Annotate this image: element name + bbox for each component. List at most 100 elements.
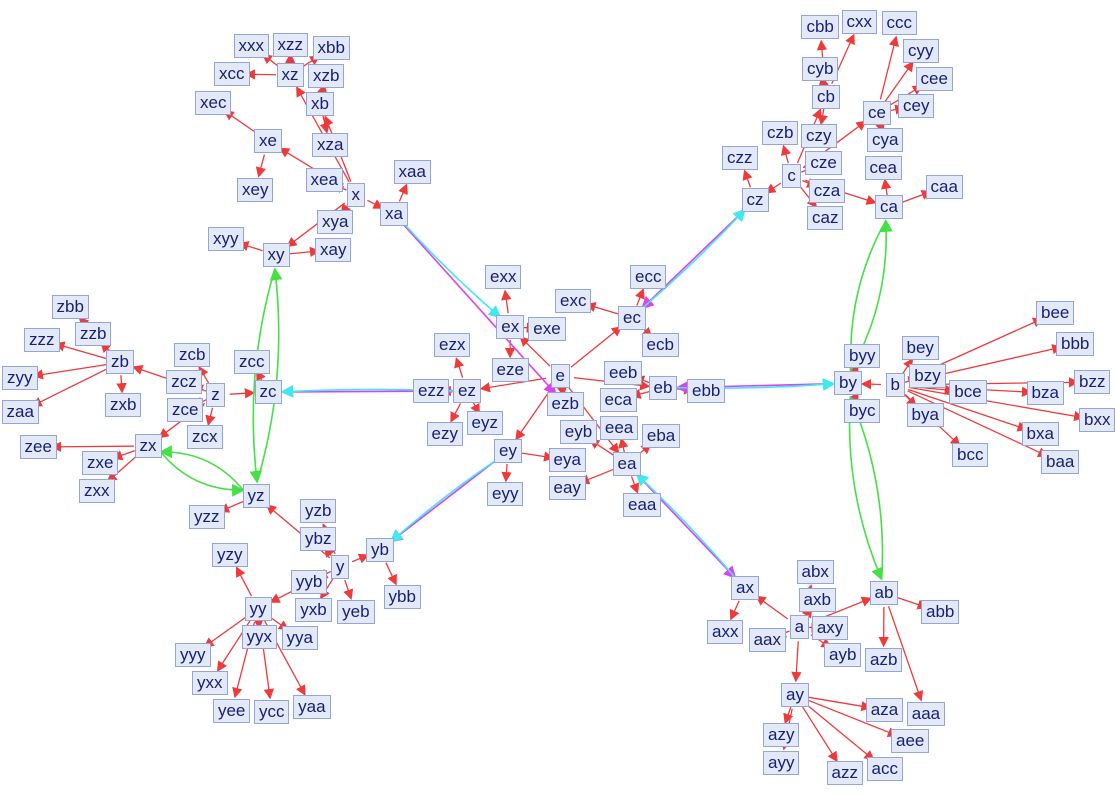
graph-node-yeb[interactable]: yeb	[337, 600, 375, 624]
graph-node-ayb[interactable]: ayb	[824, 643, 862, 667]
graph-node-yzb[interactable]: yzb	[300, 499, 337, 524]
graph-node-cb[interactable]: cb	[812, 84, 840, 109]
graph-node-azz[interactable]: azz	[826, 761, 863, 785]
graph-node-bxx[interactable]: bxx	[1079, 408, 1116, 432]
graph-node-zcc[interactable]: zcc	[234, 350, 270, 374]
graph-node-xaa[interactable]: xaa	[393, 160, 431, 184]
graph-node-byc[interactable]: byc	[844, 399, 881, 424]
graph-node-azy[interactable]: azy	[763, 723, 800, 747]
graph-node-zyy[interactable]: zyy	[2, 366, 38, 390]
graph-node-yyy[interactable]: yyy	[175, 643, 211, 667]
graph-node-yaa[interactable]: yaa	[293, 695, 331, 719]
graph-node-yya[interactable]: yya	[281, 626, 318, 650]
graph-node-azb[interactable]: azb	[865, 648, 903, 672]
graph-node-bcc[interactable]: bcc	[952, 443, 989, 467]
graph-node-zxb[interactable]: zxb	[105, 393, 142, 417]
graph-node-eyz[interactable]: eyz	[466, 411, 503, 435]
graph-node-ez[interactable]: ez	[453, 379, 481, 403]
graph-node-c[interactable]: c	[782, 164, 801, 188]
graph-node-bya[interactable]: bya	[906, 403, 944, 427]
graph-node-ezy[interactable]: ezy	[426, 422, 463, 446]
graph-node-a[interactable]: a	[789, 615, 810, 640]
graph-node-zx[interactable]: zx	[134, 434, 162, 458]
graph-node-xzb[interactable]: xzb	[308, 64, 345, 89]
graph-node-eca[interactable]: eca	[599, 387, 637, 412]
graph-node-bee[interactable]: bee	[1036, 301, 1075, 325]
graph-node-ycc[interactable]: ycc	[253, 700, 290, 724]
graph-node-yxx[interactable]: yxx	[192, 670, 228, 695]
graph-node-bxa[interactable]: bxa	[1021, 422, 1059, 446]
graph-node-zzb[interactable]: zzb	[75, 322, 112, 347]
graph-node-czb[interactable]: czb	[762, 121, 799, 145]
graph-node-abx[interactable]: abx	[796, 559, 834, 584]
graph-node-ea[interactable]: ea	[612, 452, 642, 476]
graph-node-zcb[interactable]: zcb	[174, 343, 211, 368]
graph-node-cbb[interactable]: cbb	[801, 15, 839, 39]
graph-node-yzy[interactable]: yzy	[212, 543, 248, 567]
graph-node-eyy[interactable]: eyy	[487, 482, 524, 506]
graph-node-ecc[interactable]: ecc	[630, 265, 667, 289]
graph-node-ezx[interactable]: ezx	[434, 333, 471, 357]
graph-node-cza[interactable]: cza	[808, 179, 846, 203]
graph-node-xzz[interactable]: xzz	[272, 33, 308, 57]
graph-node-ezz[interactable]: ezz	[413, 379, 450, 403]
graph-node-eya[interactable]: eya	[548, 448, 586, 472]
graph-node-yee[interactable]: yee	[212, 698, 251, 723]
graph-node-zbb[interactable]: zbb	[51, 295, 89, 320]
graph-node-zc[interactable]: zc	[254, 380, 282, 404]
graph-node-czy[interactable]: czy	[801, 124, 837, 148]
graph-node-cze[interactable]: cze	[805, 151, 842, 175]
graph-node-yxb[interactable]: yxb	[295, 598, 332, 623]
graph-node-zce[interactable]: zce	[167, 398, 204, 423]
graph-node-cya[interactable]: cya	[867, 128, 904, 152]
graph-node-ecb[interactable]: ecb	[641, 333, 679, 357]
graph-node-ab[interactable]: ab	[869, 581, 899, 605]
graph-node-ax[interactable]: ax	[731, 576, 759, 600]
graph-node-yb[interactable]: yb	[366, 538, 394, 562]
graph-node-zaa[interactable]: zaa	[1, 400, 39, 424]
graph-node-abb[interactable]: abb	[921, 600, 960, 624]
graph-node-xxx[interactable]: xxx	[233, 34, 269, 58]
graph-node-yyb[interactable]: yyb	[290, 570, 328, 595]
graph-node-byy[interactable]: byy	[844, 344, 881, 369]
graph-node-ay[interactable]: ay	[781, 683, 809, 707]
graph-node-xyy[interactable]: xyy	[208, 227, 244, 251]
graph-node-eeb[interactable]: eeb	[604, 360, 643, 385]
graph-node-bzy[interactable]: bzy	[909, 364, 946, 388]
graph-node-ca[interactable]: ca	[875, 195, 903, 219]
graph-node-eyb[interactable]: eyb	[559, 420, 598, 444]
graph-node-zcz[interactable]: zcz	[166, 370, 202, 395]
graph-node-zxe[interactable]: zxe	[82, 451, 119, 475]
graph-node-ybz[interactable]: ybz	[300, 527, 337, 552]
graph-node-eba[interactable]: eba	[641, 424, 681, 448]
graph-node-bza[interactable]: bza	[1026, 381, 1064, 405]
graph-node-zcx[interactable]: zcx	[187, 425, 223, 450]
graph-node-eay[interactable]: eay	[548, 476, 586, 500]
graph-node-yz[interactable]: yz	[242, 484, 270, 508]
graph-node-eb[interactable]: eb	[648, 376, 678, 400]
graph-node-exx[interactable]: exx	[485, 265, 522, 289]
graph-node-xza[interactable]: xza	[312, 133, 349, 157]
graph-node-ex[interactable]: ex	[496, 315, 525, 339]
graph-node-ybb[interactable]: ybb	[383, 585, 421, 609]
graph-node-zee[interactable]: zee	[19, 435, 57, 459]
graph-node-xec[interactable]: xec	[195, 91, 232, 115]
graph-node-xya[interactable]: xya	[317, 209, 354, 234]
graph-node-cey[interactable]: cey	[898, 93, 935, 118]
graph-node-ccc[interactable]: ccc	[881, 11, 918, 36]
graph-node-xa[interactable]: xa	[380, 202, 408, 226]
graph-node-zxx[interactable]: zxx	[79, 479, 115, 503]
graph-node-aax[interactable]: aax	[748, 628, 787, 652]
graph-node-axx[interactable]: axx	[707, 620, 744, 644]
graph-node-xea[interactable]: xea	[305, 168, 343, 192]
graph-node-baa[interactable]: baa	[1041, 450, 1080, 474]
graph-node-yy[interactable]: yy	[244, 596, 272, 621]
graph-node-z[interactable]: z	[206, 383, 225, 407]
graph-node-ey[interactable]: ey	[494, 439, 522, 463]
graph-node-aza[interactable]: aza	[865, 698, 904, 722]
graph-node-exc[interactable]: exc	[555, 288, 592, 313]
graph-node-bzz[interactable]: bzz	[1074, 370, 1111, 394]
graph-node-xy[interactable]: xy	[262, 243, 290, 267]
graph-node-xz[interactable]: xz	[276, 63, 304, 87]
graph-node-b[interactable]: b	[885, 373, 905, 397]
